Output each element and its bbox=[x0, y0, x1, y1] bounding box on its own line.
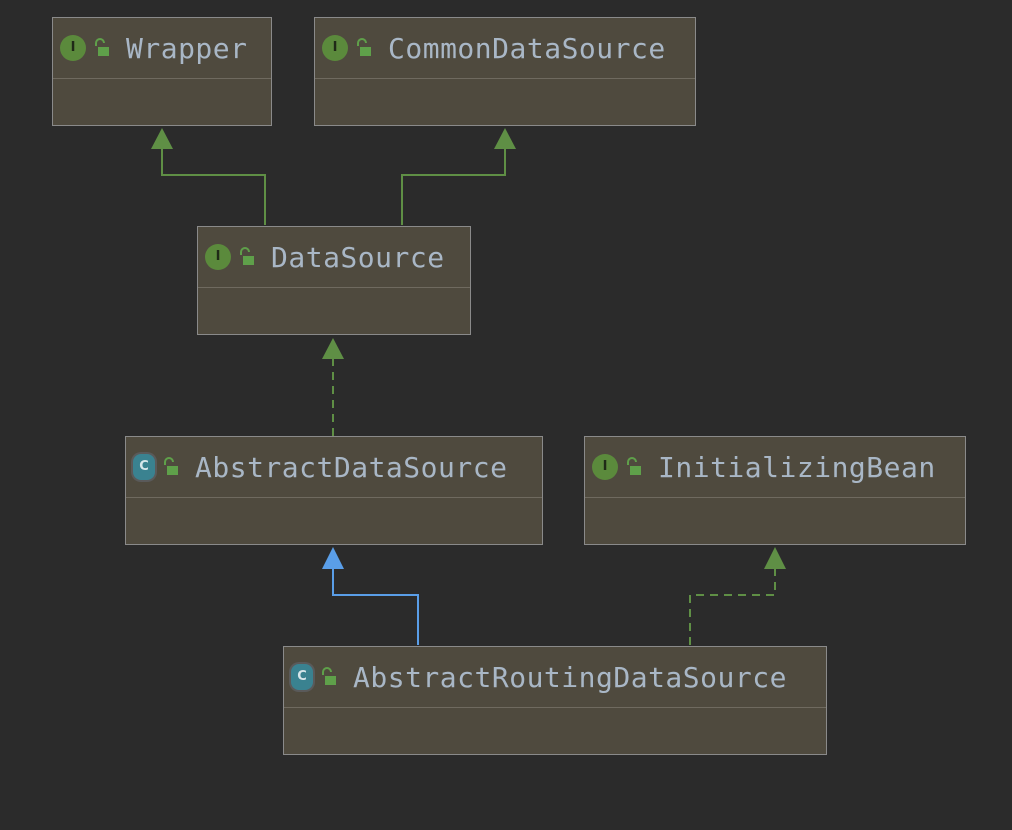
edge-routing-abstractdatasource bbox=[332, 568, 419, 645]
arrowhead-initializingbean bbox=[764, 547, 786, 569]
unlocked-padlock-icon bbox=[164, 457, 178, 475]
node-abstract-routing-data-source[interactable]: C AbstractRoutingDataSource bbox=[283, 646, 827, 755]
node-common-data-source-header: I CommonDataSource bbox=[315, 18, 695, 79]
interface-icon: I bbox=[205, 244, 231, 270]
node-initializing-bean-header: I InitializingBean bbox=[585, 437, 965, 498]
node-title: DataSource bbox=[271, 240, 445, 274]
node-common-data-source[interactable]: I CommonDataSource bbox=[314, 17, 696, 126]
interface-icon: I bbox=[322, 35, 348, 61]
unlocked-padlock-icon bbox=[322, 667, 336, 685]
edge-datasource-commondatasource bbox=[401, 148, 506, 225]
node-data-source-header: I DataSource bbox=[198, 227, 470, 288]
node-abstract-routing-data-source-header: C AbstractRoutingDataSource bbox=[284, 647, 826, 708]
node-abstract-data-source[interactable]: C AbstractDataSource bbox=[125, 436, 543, 545]
abstract-class-icon: C bbox=[133, 454, 155, 480]
unlocked-padlock-icon bbox=[357, 38, 371, 56]
interface-icon: I bbox=[60, 35, 86, 61]
node-data-source[interactable]: I DataSource bbox=[197, 226, 471, 335]
edge-datasource-wrapper bbox=[161, 148, 266, 225]
unlocked-padlock-icon bbox=[95, 38, 109, 56]
unlocked-padlock-icon bbox=[627, 457, 641, 475]
unlocked-padlock-icon bbox=[240, 247, 254, 265]
node-initializing-bean[interactable]: I InitializingBean bbox=[584, 436, 966, 545]
edge-routing-initializingbean bbox=[689, 568, 776, 645]
arrowhead-datasource bbox=[322, 338, 344, 359]
node-title: InitializingBean bbox=[658, 450, 936, 484]
abstract-class-icon: C bbox=[291, 664, 313, 690]
node-abstract-data-source-header: C AbstractDataSource bbox=[126, 437, 542, 498]
node-title: AbstractDataSource bbox=[195, 450, 508, 484]
node-wrapper-header: I Wrapper bbox=[53, 18, 271, 79]
node-title: Wrapper bbox=[126, 31, 248, 65]
interface-icon: I bbox=[592, 454, 618, 480]
node-wrapper[interactable]: I Wrapper bbox=[52, 17, 272, 126]
arrowhead-commondatasource bbox=[494, 128, 516, 149]
node-title: CommonDataSource bbox=[388, 31, 666, 65]
arrowhead-abstractdatasource bbox=[322, 547, 344, 569]
arrowhead-wrapper bbox=[151, 128, 173, 149]
node-title: AbstractRoutingDataSource bbox=[353, 660, 787, 694]
